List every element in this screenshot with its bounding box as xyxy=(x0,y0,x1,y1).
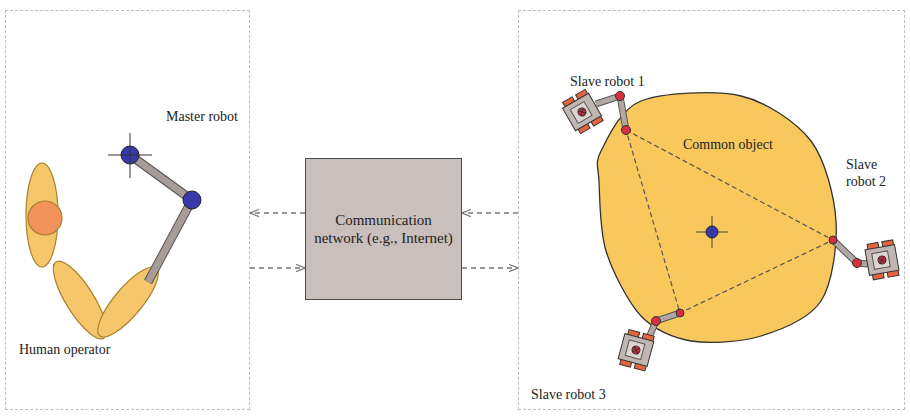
master-robot xyxy=(108,133,201,282)
network-box: Communication network (e.g., Internet) xyxy=(305,158,462,300)
operator-site-panel: Master robotHuman operator xyxy=(5,10,250,410)
network-link-arrow xyxy=(462,212,518,213)
grasp-triangle xyxy=(626,130,833,313)
object-outline-path xyxy=(597,93,836,343)
part-label: Slave robot 3 xyxy=(531,386,606,403)
remote-site-panel: Slave robot 1 Slave robot 2 Slave robot 3 C… xyxy=(518,10,905,410)
network-link-arrow xyxy=(250,267,305,268)
network-link-arrow xyxy=(462,267,518,268)
part-label: Human operator xyxy=(19,341,110,358)
slave-robot-2 xyxy=(829,236,900,280)
slave-robot-1 xyxy=(560,89,630,135)
network-link-arrow xyxy=(250,212,305,213)
object-center xyxy=(696,216,728,248)
slave-robot-3 xyxy=(617,309,684,371)
part-label: Slave robot 1 xyxy=(570,73,645,90)
human-operator xyxy=(26,163,167,346)
box-label: Communication network (e.g., Internet) xyxy=(312,211,455,247)
common-object-shape: Common object xyxy=(598,96,843,351)
object-outline xyxy=(598,96,843,351)
part-label: Slave robot 2 xyxy=(846,156,902,190)
part-label: Master robot xyxy=(166,108,238,125)
part-label: Common object xyxy=(681,136,775,153)
